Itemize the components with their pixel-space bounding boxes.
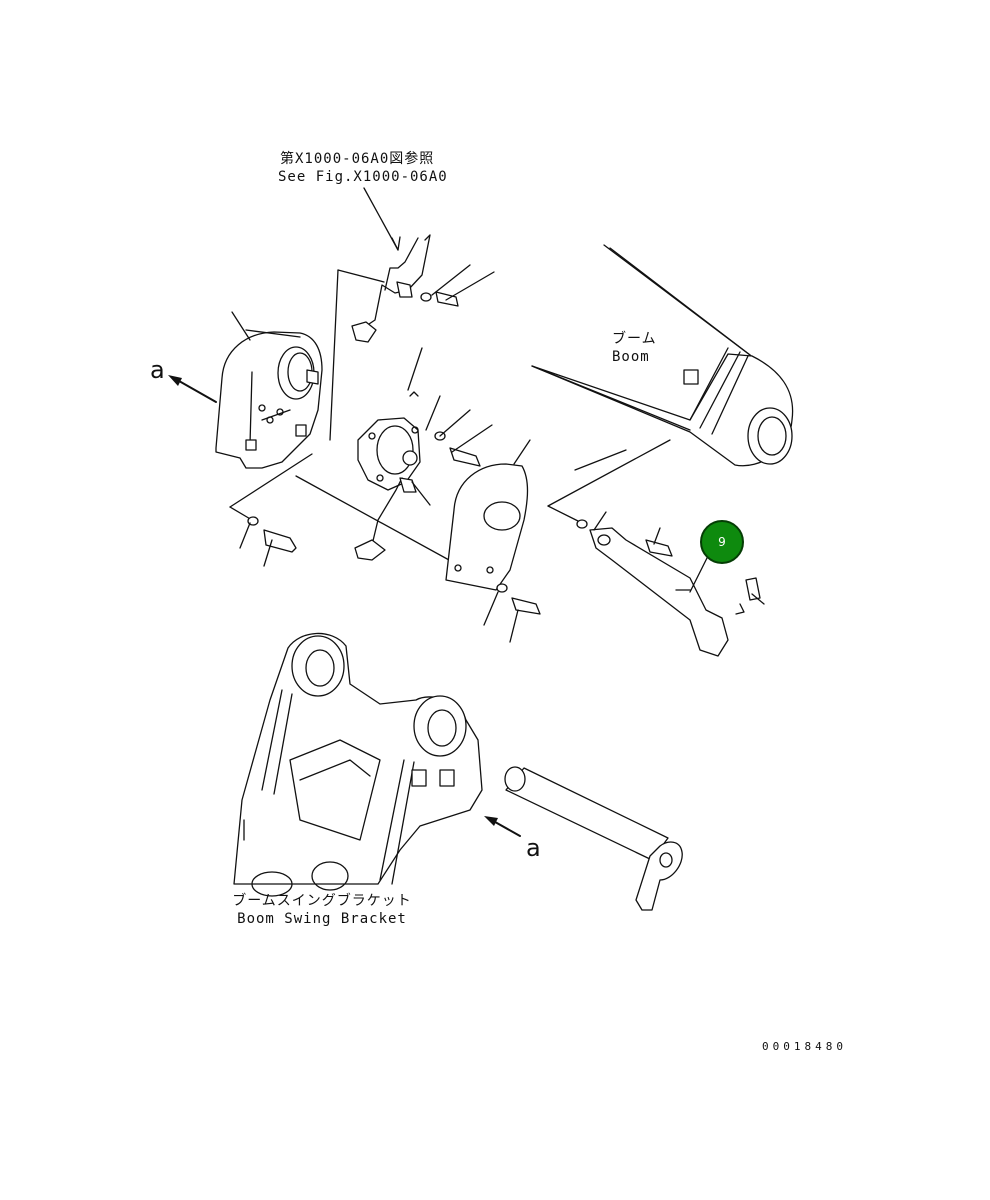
view-arrow-upper <box>168 375 217 403</box>
hose-upper <box>351 234 495 343</box>
left-bracket <box>215 311 323 469</box>
rotary-sensor <box>354 347 493 561</box>
reference-leader <box>363 187 401 251</box>
boom <box>531 244 794 467</box>
reference-text-jp: 第X1000-06A0図参照 <box>280 151 435 167</box>
reference-text-en: See Fig.X1000-06A0 <box>278 169 448 185</box>
part-callout-number: 9 <box>718 535 726 549</box>
drawing-number: 00018480 <box>762 1040 847 1053</box>
part-callout-9[interactable]: 9 <box>700 520 744 564</box>
view-arrow-lower-label: a <box>526 834 541 862</box>
bracket-label-jp: ブームスイングブラケット <box>232 893 412 909</box>
view-arrow-upper-label: a <box>150 356 165 384</box>
view-arrow-lower <box>484 816 521 837</box>
bolt-lower-left <box>239 516 297 567</box>
boom-swing-bracket <box>233 632 483 897</box>
boom-label-jp: ブーム <box>612 331 657 347</box>
cover-plate <box>445 439 541 643</box>
bracket-label-en: Boom Swing Bracket <box>237 911 407 927</box>
boom-label-en: Boom <box>612 349 650 365</box>
pin <box>504 766 683 911</box>
link-rod <box>576 511 765 657</box>
